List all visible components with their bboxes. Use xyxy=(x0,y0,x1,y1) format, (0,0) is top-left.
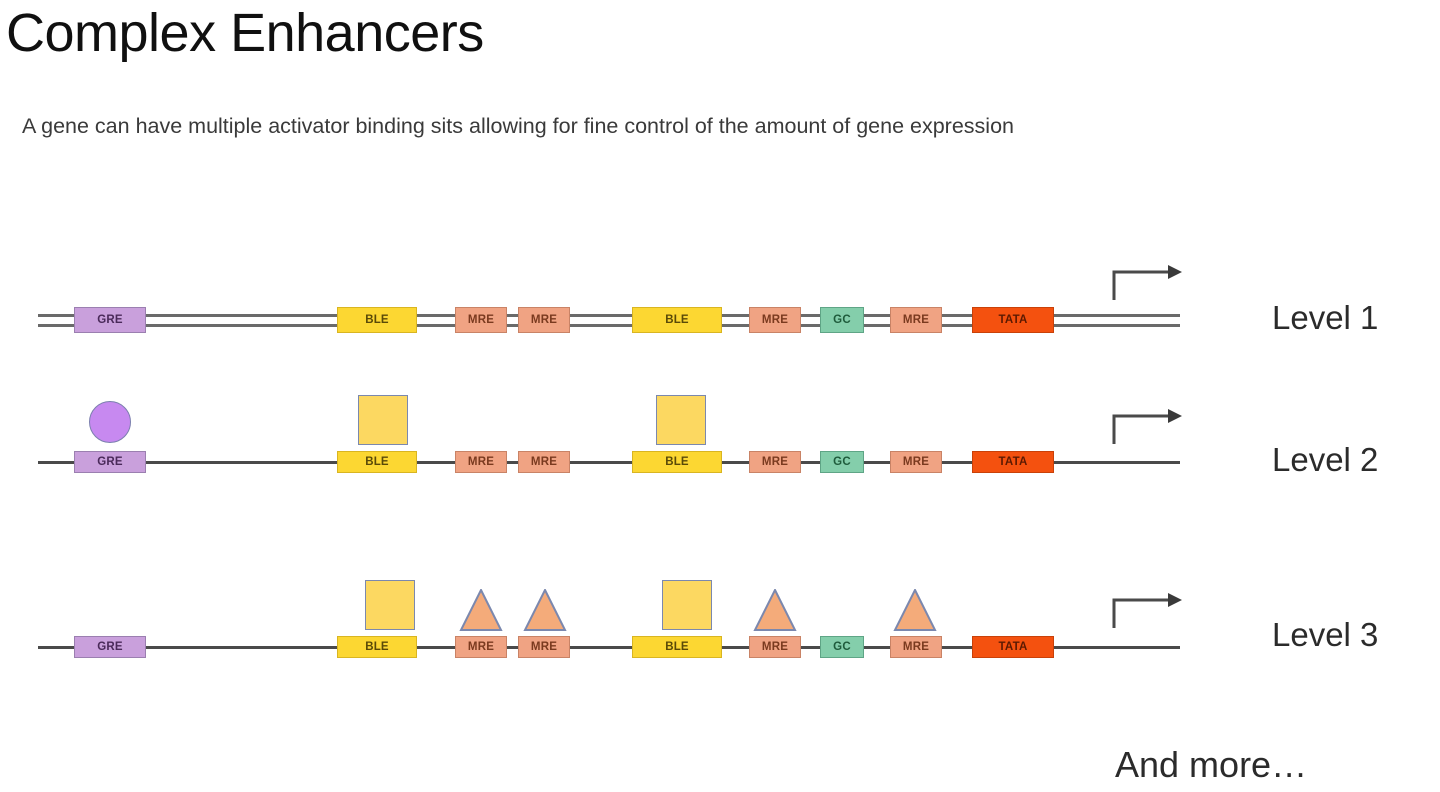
binding-site-gre[interactable]: GRE xyxy=(74,451,146,473)
binding-site-tata[interactable]: TATA xyxy=(972,307,1054,333)
binding-site-mre[interactable]: MRE xyxy=(455,451,507,473)
slide-subtitle: A gene can have multiple activator bindi… xyxy=(22,114,1014,138)
activator-protein-square[interactable] xyxy=(365,580,415,630)
binding-site-gre[interactable]: GRE xyxy=(74,636,146,658)
activator-protein-triangle[interactable] xyxy=(753,587,797,631)
level-label-level-2: Level 2 xyxy=(1272,441,1379,478)
binding-site-mre[interactable]: MRE xyxy=(455,307,507,333)
dna-backbone xyxy=(38,460,1180,464)
transcription-start-arrow-icon xyxy=(1108,264,1186,304)
transcription-start-arrow-icon xyxy=(1108,408,1186,448)
activator-protein-triangle[interactable] xyxy=(893,587,937,631)
page-title: Complex Enhancers xyxy=(6,3,484,63)
dna-backbone-strand-1 xyxy=(38,314,1180,317)
binding-site-ble[interactable]: BLE xyxy=(632,451,722,473)
level-label-level-3: Level 3 xyxy=(1272,616,1379,653)
binding-site-ble[interactable]: BLE xyxy=(337,307,417,333)
and-more-note: And more… xyxy=(1115,744,1308,785)
activator-protein-square[interactable] xyxy=(656,395,706,445)
binding-site-mre[interactable]: MRE xyxy=(455,636,507,658)
dna-backbone xyxy=(38,645,1180,649)
binding-site-gre[interactable]: GRE xyxy=(74,307,146,333)
activator-protein-triangle[interactable] xyxy=(523,587,567,631)
binding-site-mre[interactable]: MRE xyxy=(518,636,570,658)
binding-site-mre[interactable]: MRE xyxy=(749,307,801,333)
binding-site-mre[interactable]: MRE xyxy=(749,636,801,658)
binding-site-tata[interactable]: TATA xyxy=(972,636,1054,658)
binding-site-gc[interactable]: GC xyxy=(820,636,864,658)
activator-protein-circle[interactable] xyxy=(89,401,131,443)
binding-site-ble[interactable]: BLE xyxy=(337,636,417,658)
activator-protein-square[interactable] xyxy=(662,580,712,630)
transcription-start-arrow-icon xyxy=(1108,592,1186,632)
binding-site-mre[interactable]: MRE xyxy=(518,451,570,473)
activator-protein-square[interactable] xyxy=(358,395,408,445)
binding-site-ble[interactable]: BLE xyxy=(632,307,722,333)
binding-site-mre[interactable]: MRE xyxy=(518,307,570,333)
binding-site-mre[interactable]: MRE xyxy=(890,451,942,473)
level-label-level-1: Level 1 xyxy=(1272,299,1379,336)
binding-site-gc[interactable]: GC xyxy=(820,451,864,473)
binding-site-gc[interactable]: GC xyxy=(820,307,864,333)
binding-site-ble[interactable]: BLE xyxy=(337,451,417,473)
binding-site-mre[interactable]: MRE xyxy=(890,307,942,333)
binding-site-tata[interactable]: TATA xyxy=(972,451,1054,473)
activator-protein-triangle[interactable] xyxy=(459,587,503,631)
dna-backbone-strand-2 xyxy=(38,324,1180,327)
binding-site-mre[interactable]: MRE xyxy=(890,636,942,658)
binding-site-mre[interactable]: MRE xyxy=(749,451,801,473)
binding-site-ble[interactable]: BLE xyxy=(632,636,722,658)
